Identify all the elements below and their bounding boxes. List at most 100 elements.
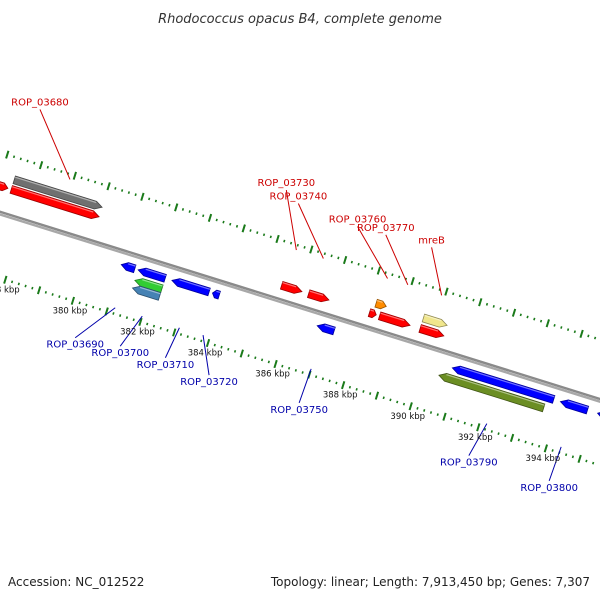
gene-feature[interactable] bbox=[131, 284, 162, 301]
minor-tick bbox=[566, 328, 570, 331]
gene-rop_03680[interactable] bbox=[9, 185, 100, 221]
minor-tick bbox=[391, 273, 394, 277]
minor-tick bbox=[382, 396, 385, 400]
gene-rop_03730[interactable] bbox=[279, 280, 303, 295]
major-tick bbox=[140, 192, 145, 201]
minor-tick bbox=[565, 453, 568, 457]
minor-tick bbox=[127, 191, 131, 194]
gene-rop_03740[interactable] bbox=[306, 289, 330, 304]
gene-rop_03770[interactable] bbox=[377, 311, 411, 329]
minor-tick bbox=[112, 312, 115, 315]
minor-tick bbox=[235, 224, 239, 228]
minor-tick bbox=[93, 180, 97, 184]
leader-line bbox=[385, 234, 409, 286]
gene-rop_03800[interactable] bbox=[559, 398, 590, 415]
accession-text: Accession: NC_012522 bbox=[8, 575, 144, 589]
minor-tick bbox=[65, 297, 68, 301]
major-tick bbox=[38, 161, 44, 170]
leader-line bbox=[119, 315, 143, 347]
gene-label: mreB bbox=[418, 235, 445, 246]
genome-backbone bbox=[0, 210, 600, 403]
gene-rop_03690[interactable] bbox=[120, 261, 137, 274]
leader-line bbox=[297, 203, 324, 259]
minor-tick bbox=[146, 322, 149, 326]
major-tick bbox=[511, 308, 517, 317]
major-tick bbox=[241, 224, 246, 233]
minor-tick bbox=[323, 252, 326, 256]
minor-tick bbox=[51, 293, 54, 296]
minor-tick bbox=[463, 421, 466, 425]
minor-tick bbox=[249, 229, 252, 232]
backbone-strand bbox=[0, 213, 600, 403]
minor-tick bbox=[539, 319, 543, 323]
minor-tick bbox=[12, 155, 16, 159]
leader-line bbox=[468, 423, 488, 456]
minor-tick bbox=[125, 316, 129, 320]
gene-label: ROP_03730 bbox=[257, 178, 315, 189]
major-tick bbox=[106, 182, 111, 191]
minor-tick bbox=[592, 461, 595, 465]
gene-rop_03760[interactable] bbox=[374, 298, 388, 310]
major-tick bbox=[342, 255, 348, 265]
leader-line bbox=[202, 335, 210, 376]
gene-label: ROP_03740 bbox=[270, 191, 328, 202]
minor-tick bbox=[202, 214, 205, 218]
minor-tick bbox=[472, 298, 475, 302]
minor-tick bbox=[26, 159, 29, 163]
gene-rop_03710[interactable] bbox=[171, 277, 211, 297]
minor-tick bbox=[229, 222, 232, 226]
gene-labels: ROP_03680ROP_03730ROP_03740ROP_03760ROP_… bbox=[11, 97, 578, 493]
kbp-label: 378 kbp bbox=[0, 285, 20, 295]
minor-tick bbox=[33, 161, 36, 165]
major-tick bbox=[374, 391, 380, 400]
minor-tick bbox=[134, 193, 137, 197]
minor-tick bbox=[348, 385, 352, 389]
gene-rop_03790[interactable] bbox=[451, 364, 556, 404]
minor-tick bbox=[247, 354, 250, 358]
major-tick bbox=[72, 171, 77, 180]
minor-tick bbox=[384, 271, 387, 275]
minor-tick bbox=[301, 371, 304, 374]
minor-tick bbox=[328, 379, 331, 383]
leader-line bbox=[548, 446, 562, 482]
gene-feature[interactable] bbox=[596, 409, 600, 422]
gene-rop_03750[interactable] bbox=[316, 322, 336, 336]
minor-tick bbox=[80, 176, 83, 180]
minor-tick bbox=[337, 256, 340, 260]
minor-tick bbox=[114, 186, 117, 190]
gene-feature[interactable] bbox=[367, 308, 377, 319]
major-tick bbox=[5, 150, 10, 159]
minor-tick bbox=[166, 328, 169, 332]
minor-tick bbox=[281, 364, 284, 368]
major-tick bbox=[70, 296, 76, 305]
major-tick bbox=[309, 245, 314, 254]
minor-tick bbox=[585, 459, 588, 463]
map-title: Rhodococcus opacus B4, complete genome bbox=[158, 12, 442, 27]
gene-feature[interactable] bbox=[418, 324, 445, 340]
gene-label: ROP_03720 bbox=[180, 377, 238, 388]
minor-tick bbox=[294, 368, 297, 372]
gene-mreb[interactable] bbox=[421, 313, 448, 329]
minor-tick bbox=[92, 305, 95, 309]
minor-tick bbox=[303, 246, 306, 249]
gene-feature[interactable] bbox=[438, 371, 546, 413]
gene-feature[interactable] bbox=[0, 180, 9, 192]
major-tick bbox=[341, 381, 346, 390]
gene-rop_03720[interactable] bbox=[211, 289, 221, 300]
minor-tick bbox=[267, 360, 270, 364]
gene-features[interactable] bbox=[0, 175, 600, 422]
minor-tick bbox=[537, 444, 541, 448]
major-tick bbox=[442, 412, 447, 421]
minor-tick bbox=[490, 430, 493, 433]
major-tick bbox=[410, 277, 415, 286]
gene-label: ROP_03800 bbox=[520, 483, 578, 494]
gene-feature[interactable] bbox=[12, 175, 103, 211]
minor-tick bbox=[148, 197, 151, 201]
minor-tick bbox=[371, 267, 374, 270]
minor-tick bbox=[200, 339, 203, 343]
major-tick bbox=[172, 328, 177, 337]
minor-tick bbox=[369, 392, 372, 395]
gene-feature[interactable] bbox=[137, 266, 167, 283]
major-tick bbox=[476, 423, 481, 432]
minor-tick bbox=[100, 182, 103, 186]
